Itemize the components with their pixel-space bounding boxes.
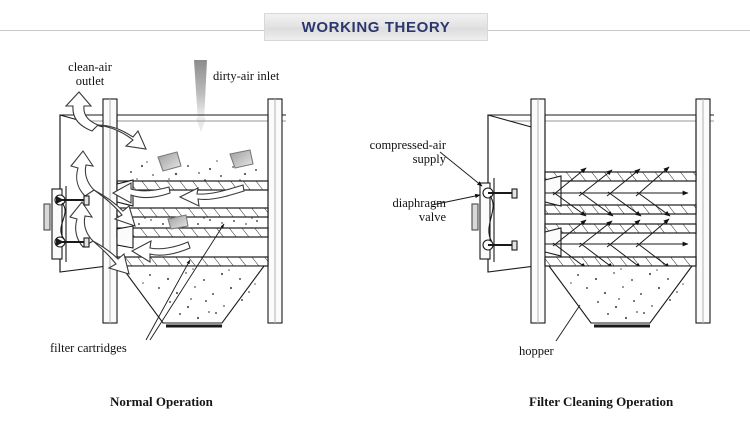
support-post-right: [267, 98, 283, 324]
hopper-dust: [570, 268, 684, 320]
filter-cartridge-band: [116, 227, 269, 238]
dust-flakes: [157, 149, 254, 172]
pulse-jet-arrow: [545, 166, 689, 217]
label-filter-cartridges: filter cartridges: [50, 341, 127, 355]
filter-cartridge-band: [544, 256, 697, 267]
header-title-box: WORKING THEORY: [264, 13, 488, 41]
support-post-right: [695, 98, 711, 324]
normal-operation-diagram: [43, 60, 286, 341]
blowpipe-nozzle: [116, 225, 134, 249]
filter-cartridge-band: [544, 204, 697, 215]
label-dirty-air-inlet: dirty-air inlet: [213, 69, 280, 83]
label-diaphragm-valve: diaphragm valve: [392, 196, 446, 224]
caption-normal-operation: Normal Operation: [110, 394, 213, 409]
blowpipe-nozzle: [544, 175, 562, 207]
compressed-air-supply-leader: [439, 151, 483, 187]
blowpipe-nozzle: [544, 227, 562, 257]
clean-air-flow-arrow: [64, 91, 147, 275]
page-title: WORKING THEORY: [301, 18, 451, 36]
diaphragm-valve-assembly: [471, 178, 518, 262]
hopper: [547, 265, 694, 328]
dust-particles-middle: [127, 217, 258, 225]
hopper: [119, 265, 266, 328]
filter-cartridges-leader: [145, 223, 225, 341]
caption-filter-cleaning-operation: Filter Cleaning Operation: [529, 394, 674, 409]
label-hopper: hopper: [519, 344, 554, 358]
housing-top-rail: [60, 114, 286, 122]
filter-cartridge-band: [116, 256, 269, 267]
dust-particles-upper: [130, 160, 257, 181]
support-post-left: [530, 98, 546, 324]
label-clean-air-outlet: clean-air outlet: [68, 60, 112, 88]
diaphragm-valve-assembly: [43, 186, 90, 262]
filter-chamber-walls: [544, 115, 697, 266]
filter-cartridge-band: [116, 207, 269, 218]
dust-flake: [167, 214, 189, 230]
pulse-jet-arrow: [545, 218, 689, 269]
dirty-air-flow-arrow: [111, 182, 245, 263]
filter-cartridge-band: [544, 223, 697, 234]
housing-top-rail: [488, 114, 714, 122]
diaphragm-valve-leader: [431, 193, 481, 206]
label-compressed-air-supply: compressed-air supply: [369, 138, 446, 166]
filter-cleaning-diagram: [431, 98, 714, 342]
hopper-leader: [555, 304, 581, 342]
support-post-left: [102, 98, 118, 324]
hopper-dust: [142, 268, 256, 320]
filter-cartridge-band: [544, 171, 697, 182]
filter-cartridge-band: [116, 180, 269, 191]
